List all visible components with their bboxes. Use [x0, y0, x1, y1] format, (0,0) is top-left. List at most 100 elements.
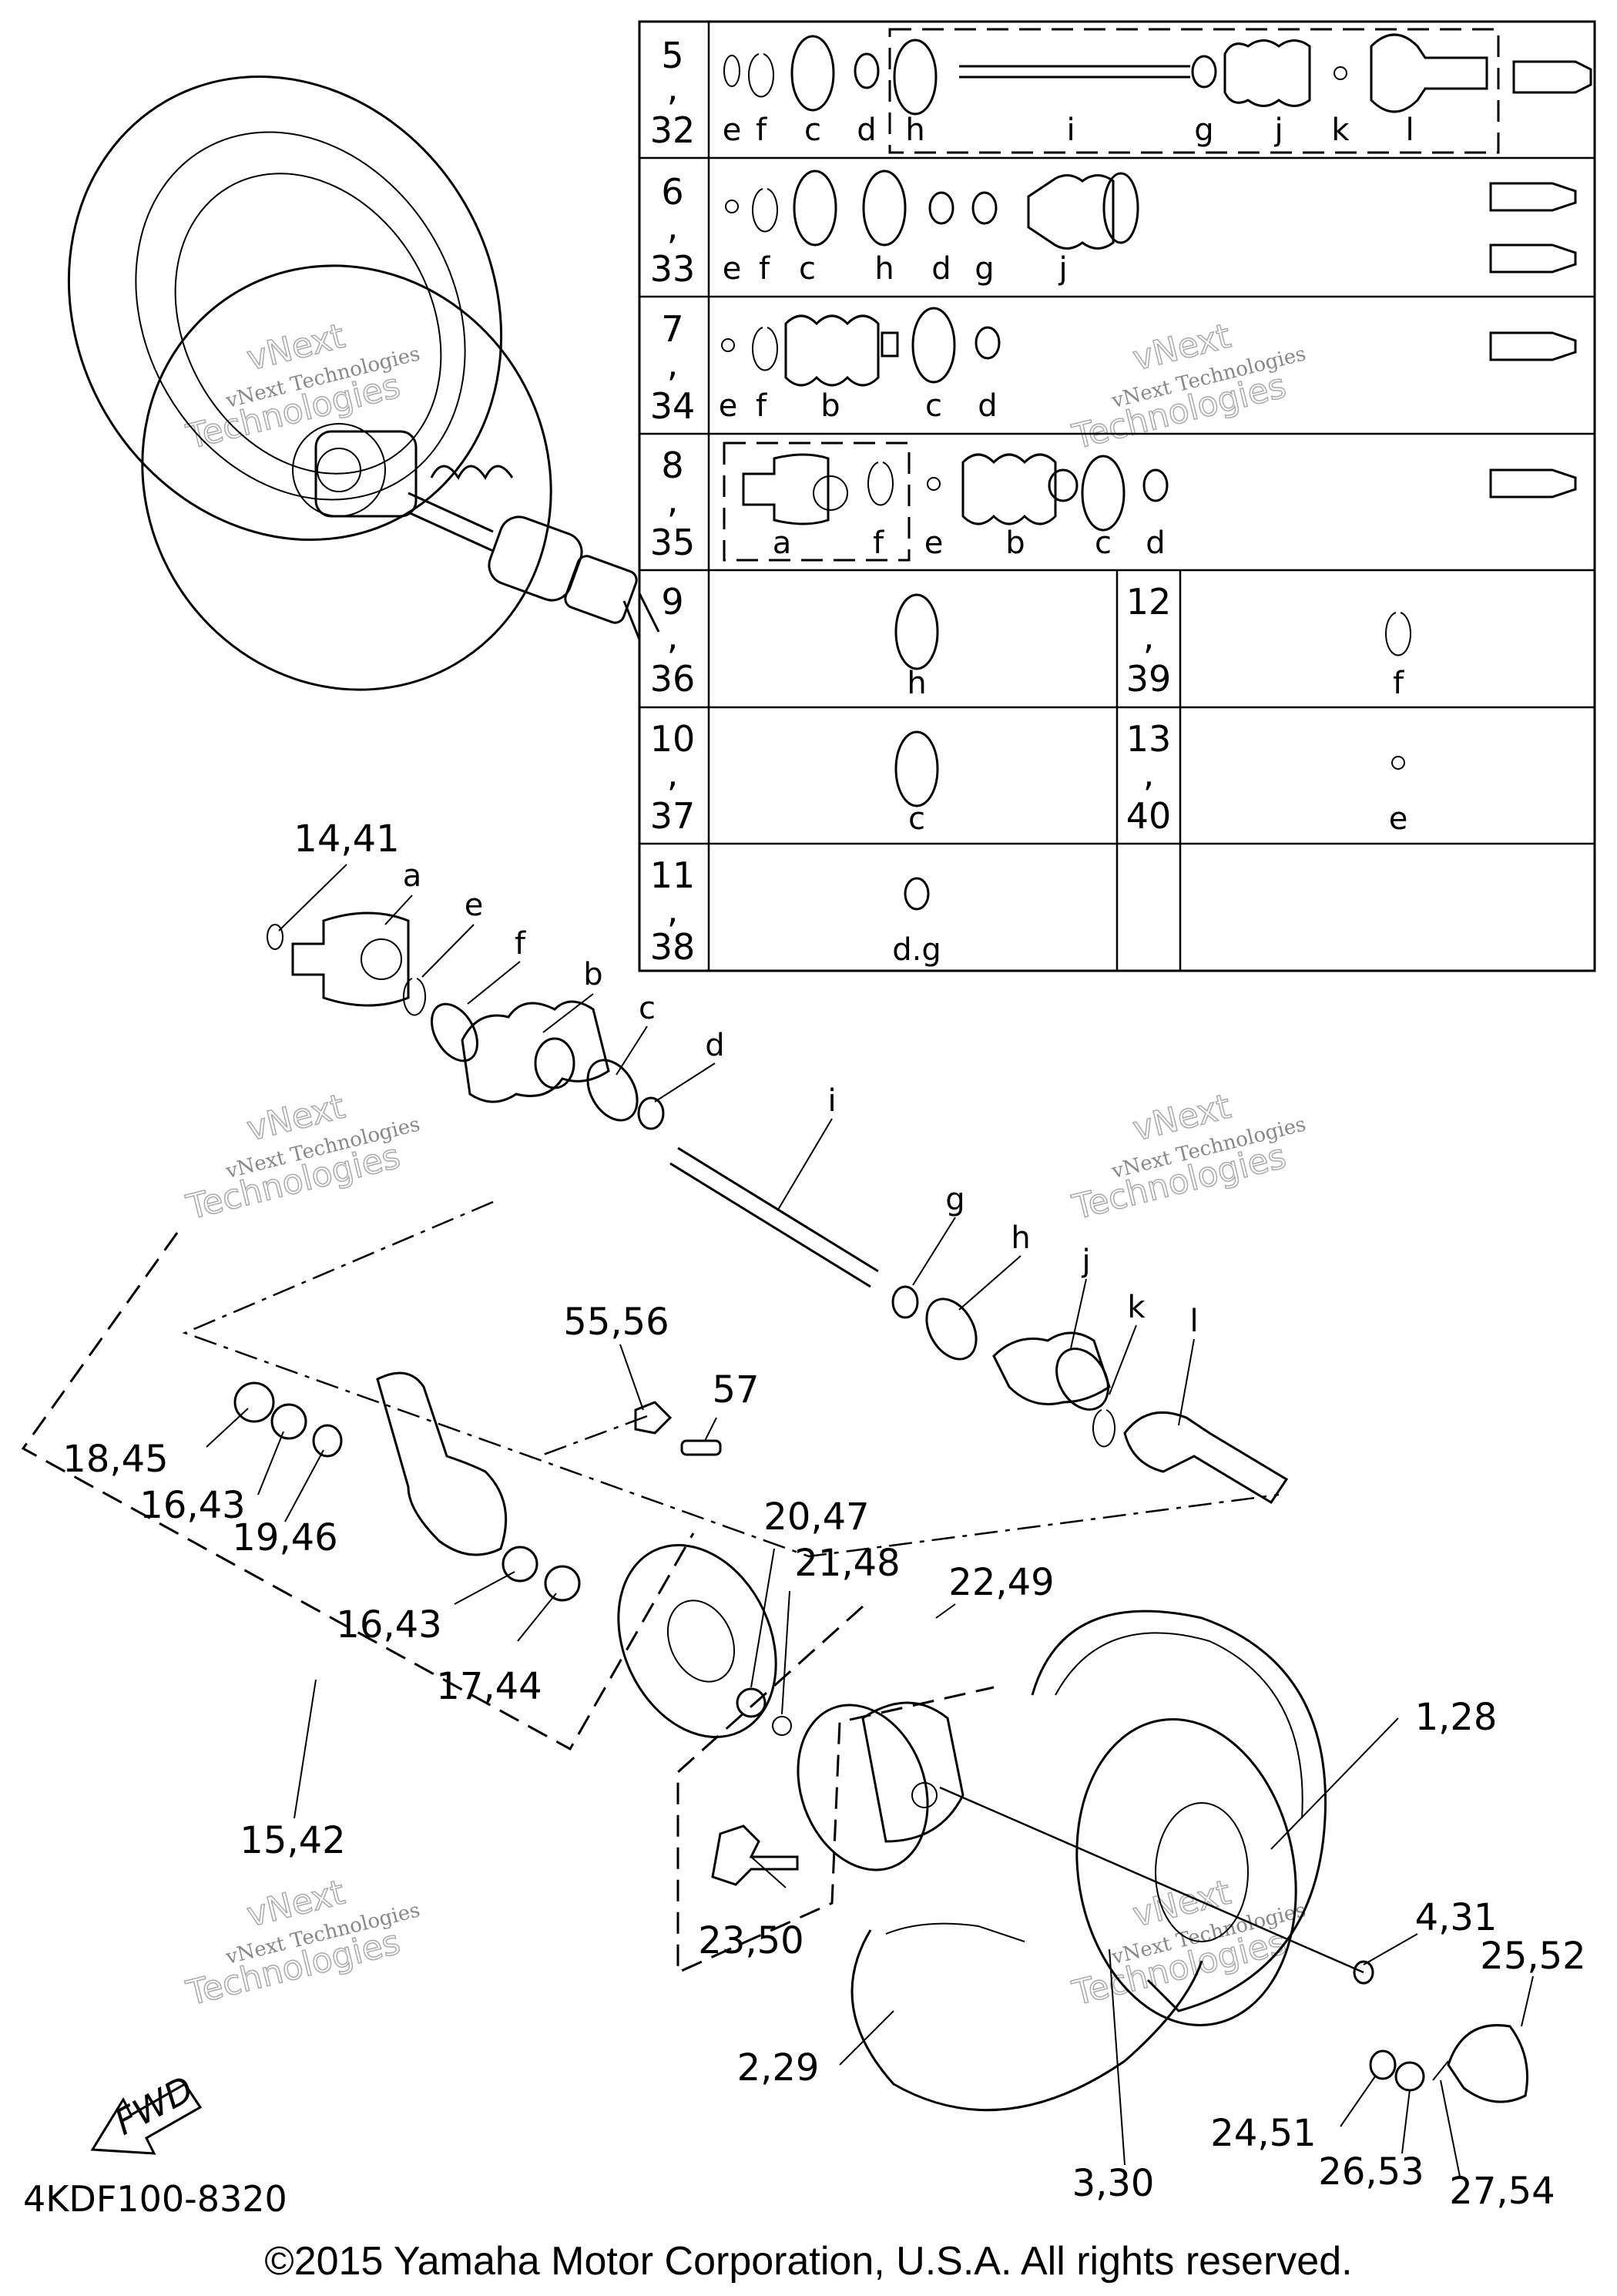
- hub-group: [676, 1605, 995, 1975]
- row-letter: e: [723, 251, 742, 287]
- leader-lines: [206, 864, 1534, 2177]
- row-letter: k: [1331, 112, 1350, 148]
- row-letter: d.g: [892, 932, 941, 968]
- wheel-assembly-overview: [67, 76, 660, 691]
- row-letter: d: [978, 388, 997, 424]
- row-letter: c: [799, 251, 816, 287]
- callout-16-43: 16,43: [336, 1603, 441, 1646]
- callout-27-54: 27,54: [1449, 2170, 1555, 2213]
- row-letter: g: [1194, 112, 1213, 148]
- ref-bottom: 37: [650, 795, 696, 837]
- ref-bottom: 35: [650, 522, 696, 563]
- ref-sep: ,: [667, 753, 679, 794]
- row-letter: h: [907, 666, 926, 701]
- ref-sep: ,: [667, 206, 679, 247]
- watermarks: vNext vNext Technologies Technologies vN…: [182, 316, 1308, 2014]
- row-letter: c: [908, 801, 925, 837]
- row-letter: c: [925, 388, 942, 424]
- row-letter: i: [1066, 112, 1075, 148]
- ref-top: 10: [650, 718, 696, 760]
- row-letter: b: [820, 388, 840, 424]
- callout-22-49: 22,49: [948, 1561, 1054, 1604]
- row-letter: l: [1405, 112, 1414, 148]
- ref-sep: ,: [1143, 753, 1155, 794]
- row-8-35-parts: a f e b c d: [723, 441, 1577, 562]
- callout-57: 57: [712, 1368, 759, 1412]
- ref-bottom: 39: [1126, 658, 1172, 700]
- row-letter: f: [756, 388, 767, 424]
- callout-15-42: 15,42: [240, 1819, 345, 1862]
- callout-h: h: [1011, 1220, 1030, 1256]
- row-6-33-parts: e f c h d g j: [723, 170, 1577, 287]
- callout-21-48: 21,48: [794, 1542, 900, 1585]
- ref-sep: ,: [667, 889, 679, 931]
- row-letter: g: [975, 251, 994, 287]
- wheel-lower: FWD: [90, 1610, 1528, 2155]
- row-letter: a: [773, 525, 792, 561]
- callout-14-41: 14,41: [294, 817, 399, 861]
- callout-18-45: 18,45: [62, 1438, 168, 1481]
- row-letter: h: [874, 251, 894, 287]
- row-letter: f: [756, 112, 767, 148]
- ref-top: 8: [661, 445, 683, 486]
- single-part-rows: h c d.g f e: [892, 593, 1411, 968]
- ref-top: 11: [650, 854, 696, 896]
- row-letter: c: [804, 112, 821, 148]
- ref-bottom: 40: [1126, 795, 1172, 837]
- ref-top: 13: [1126, 718, 1172, 760]
- callout-1-28: 1,28: [1415, 1696, 1498, 1739]
- row-letter: f: [1393, 666, 1404, 701]
- ref-bottom: 34: [650, 385, 696, 427]
- callout-17-44: 17,44: [436, 1665, 542, 1708]
- ref-top: 9: [661, 581, 683, 623]
- ref-sep: ,: [667, 67, 679, 109]
- callout-26-53: 26,53: [1318, 2150, 1424, 2194]
- callout-c: c: [639, 991, 656, 1026]
- callout-g: g: [945, 1182, 964, 1217]
- fwd-label: FWD: [108, 2068, 200, 2143]
- callout-3-30: 3,30: [1072, 2162, 1155, 2205]
- ref-top: 7: [661, 308, 683, 350]
- ref-bottom: 33: [650, 248, 696, 290]
- callout-55-56: 55,56: [563, 1301, 669, 1344]
- row-letter: j: [1058, 251, 1067, 287]
- row-letter: b: [1005, 525, 1025, 561]
- row-7-34-parts: e f b c d: [719, 307, 1577, 424]
- callout-j: j: [1081, 1244, 1090, 1279]
- row-letter: d: [857, 112, 876, 148]
- ref-top: 5: [661, 35, 683, 76]
- table-row-refs: 5 , 32 6 , 33 7 , 34 8 , 35 9 , 36 10 , …: [650, 35, 1172, 968]
- callout-20-47: 20,47: [763, 1495, 869, 1539]
- callout-23-50: 23,50: [698, 1919, 803, 1962]
- row-letter: j: [1273, 112, 1283, 148]
- callout-d: d: [705, 1028, 724, 1063]
- row-letter: f: [759, 251, 770, 287]
- ref-bottom: 36: [650, 658, 696, 700]
- ref-top: 12: [1126, 581, 1172, 623]
- kit-table: 5 , 32 6 , 33 7 , 34 8 , 35 9 , 36 10 , …: [638, 20, 1596, 972]
- row-letter: c: [1095, 525, 1112, 561]
- ref-sep: ,: [667, 479, 679, 521]
- callout-25-52: 25,52: [1480, 1935, 1585, 1978]
- row-letter: d: [931, 251, 951, 287]
- callout-a: a: [403, 858, 422, 894]
- row-5-32-parts: e f c d h i g j k l: [723, 28, 1592, 154]
- callout-i: i: [827, 1083, 836, 1119]
- row-letter: f: [873, 525, 884, 561]
- callout-16-43: 16,43: [139, 1484, 245, 1527]
- callout-b: b: [583, 957, 602, 992]
- callout-24-51: 24,51: [1210, 2112, 1316, 2155]
- ref-bottom: 32: [650, 109, 696, 151]
- copyright-notice: ©2015 Yamaha Motor Corporation, U.S.A. A…: [264, 2239, 1353, 2284]
- drive-shaft-exploded: [182, 911, 1289, 1558]
- ref-top: 6: [661, 171, 683, 213]
- callout-k: k: [1127, 1290, 1146, 1325]
- callout-2-29: 2,29: [737, 2046, 820, 2090]
- row-letter: e: [1389, 801, 1408, 837]
- ref-sep: ,: [667, 616, 679, 657]
- diagram-code: 4KDF100-8320: [23, 2178, 287, 2220]
- row-letter: d: [1146, 525, 1165, 561]
- callout-e: e: [465, 888, 484, 923]
- callout-l: l: [1189, 1304, 1198, 1339]
